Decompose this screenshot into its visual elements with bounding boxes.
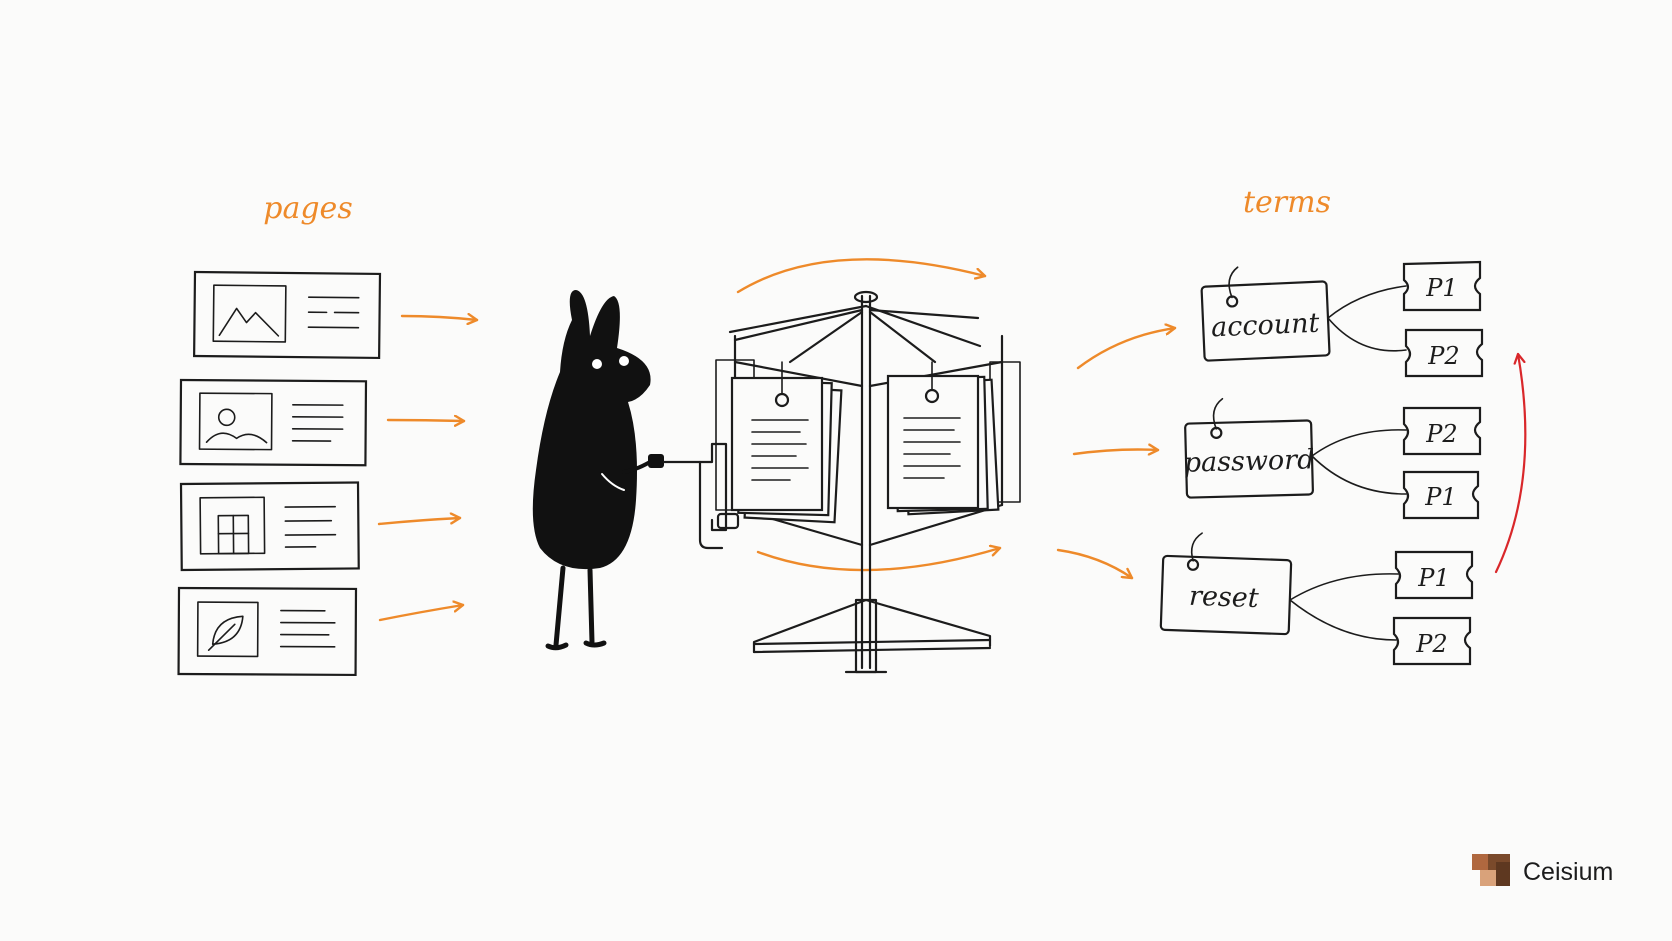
- document-carousel: [662, 258, 1021, 674]
- terms-label: terms: [1243, 185, 1331, 220]
- page-ref-ticket: P1: [1402, 470, 1480, 520]
- page-ref-ticket: P2: [1392, 616, 1472, 666]
- landscape-photo-icon: [198, 392, 273, 451]
- page-ref-ticket: P1: [1402, 260, 1482, 312]
- page-card-1: [193, 270, 382, 360]
- svg-text:P1: P1: [1417, 564, 1449, 592]
- svg-text:P1: P1: [1425, 274, 1457, 302]
- mountain-icon: [212, 284, 287, 343]
- lookup-arrow: [1494, 352, 1527, 574]
- page-card-4: [177, 586, 358, 677]
- brand-name: Ceisium: [1523, 858, 1613, 886]
- brand-logo: Ceisium: [1472, 854, 1613, 886]
- term-tag-reset: reset P1 P2: [1159, 532, 1474, 666]
- svg-text:P2: P2: [1427, 342, 1459, 370]
- leaf-icon: [196, 601, 259, 658]
- arrow-term-3: [1056, 548, 1134, 580]
- arrow-term-2: [1072, 450, 1160, 455]
- arrow-page-4: [378, 605, 465, 622]
- page-card-2: [179, 378, 368, 467]
- rotation-arrow-top: [736, 258, 987, 294]
- term-tag-account: account P1 P2: [1200, 260, 1484, 378]
- page-ref-ticket: P1: [1394, 550, 1474, 600]
- arrow-page-1: [400, 316, 479, 320]
- brand-logo-icon: [1472, 854, 1510, 886]
- arrow-page-2: [386, 420, 466, 421]
- svg-text:P2: P2: [1415, 630, 1447, 658]
- svg-text:P2: P2: [1425, 420, 1457, 448]
- svg-text:P1: P1: [1424, 483, 1456, 511]
- term-label: password: [1183, 444, 1314, 478]
- term-label: reset: [1189, 581, 1260, 614]
- term-label: account: [1210, 308, 1320, 344]
- term-tag-password: password P2 P1: [1183, 397, 1482, 520]
- page-ref-ticket: P2: [1402, 406, 1482, 456]
- arrow-term-1: [1076, 328, 1177, 370]
- pages-label: pages: [263, 191, 352, 226]
- rotation-arrow-bottom: [756, 548, 1002, 572]
- arrow-page-3: [377, 518, 462, 526]
- page-ref-ticket: P2: [1404, 328, 1484, 378]
- creature-character: [532, 290, 664, 651]
- page-card-3: [179, 481, 360, 572]
